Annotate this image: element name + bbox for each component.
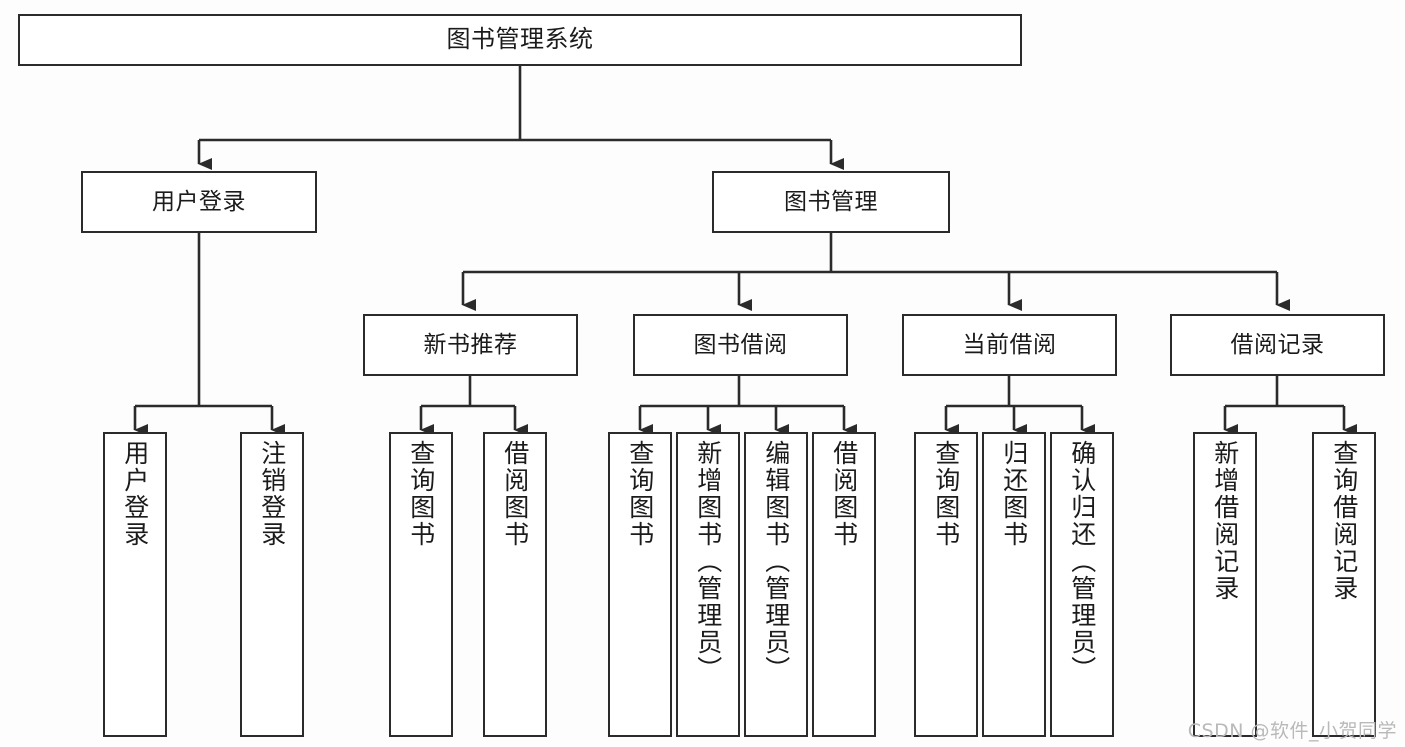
node-book-borrow[interactable]: 图书借阅 bbox=[633, 314, 848, 376]
node-label: 新书推荐 bbox=[423, 331, 518, 358]
leaf-query-book-borrow[interactable]: 查询图书 bbox=[608, 432, 672, 737]
node-label: 注销登录 bbox=[257, 440, 287, 548]
node-label: 查询图书 bbox=[625, 440, 655, 548]
node-label: 确认归还（管理员） bbox=[1067, 440, 1097, 683]
leaf-confirm-return-admin[interactable]: 确认归还（管理员） bbox=[1050, 432, 1114, 737]
leaf-query-book-current[interactable]: 查询图书 bbox=[914, 432, 978, 737]
leaf-query-borrow-record[interactable]: 查询借阅记录 bbox=[1312, 432, 1376, 737]
node-borrow-record[interactable]: 借阅记录 bbox=[1170, 314, 1385, 376]
node-book-management[interactable]: 图书管理 bbox=[712, 171, 950, 233]
node-label: 用户登录 bbox=[152, 188, 246, 215]
node-new-book-recommend[interactable]: 新书推荐 bbox=[363, 314, 578, 376]
leaf-query-book-recommend[interactable]: 查询图书 bbox=[389, 432, 453, 737]
node-label: 查询借阅记录 bbox=[1329, 440, 1359, 602]
leaf-add-borrow-record[interactable]: 新增借阅记录 bbox=[1193, 432, 1257, 737]
leaf-add-book-admin[interactable]: 新增图书（管理员） bbox=[676, 432, 740, 737]
leaf-borrow-book-recommend[interactable]: 借阅图书 bbox=[483, 432, 547, 737]
node-label: 用户登录 bbox=[120, 440, 150, 548]
node-label: 图书管理 bbox=[784, 188, 878, 215]
node-root-book-management-system[interactable]: 图书管理系统 bbox=[18, 14, 1022, 66]
node-label: 编辑图书（管理员） bbox=[761, 440, 791, 683]
node-label: 图书借阅 bbox=[693, 331, 788, 358]
node-label: 借阅图书 bbox=[500, 440, 530, 548]
leaf-logout[interactable]: 注销登录 bbox=[240, 432, 304, 737]
node-label: 查询图书 bbox=[406, 440, 436, 548]
node-label: 图书管理系统 bbox=[446, 25, 594, 54]
node-label: 新增图书（管理员） bbox=[693, 440, 723, 683]
node-label: 归还图书 bbox=[999, 440, 1029, 548]
node-user-login[interactable]: 用户登录 bbox=[81, 171, 317, 233]
node-label: 新增借阅记录 bbox=[1210, 440, 1240, 602]
csdn-watermark: CSDN @软件_小贺同学 bbox=[1187, 720, 1397, 742]
node-label: 借阅记录 bbox=[1230, 331, 1325, 358]
node-current-borrow[interactable]: 当前借阅 bbox=[902, 314, 1117, 376]
leaf-borrow-book[interactable]: 借阅图书 bbox=[812, 432, 876, 737]
node-label: 借阅图书 bbox=[829, 440, 859, 548]
leaf-edit-book-admin[interactable]: 编辑图书（管理员） bbox=[744, 432, 808, 737]
leaf-user-login[interactable]: 用户登录 bbox=[103, 432, 167, 737]
node-label: 查询图书 bbox=[931, 440, 961, 548]
node-label: 当前借阅 bbox=[962, 331, 1057, 358]
leaf-return-book[interactable]: 归还图书 bbox=[982, 432, 1046, 737]
